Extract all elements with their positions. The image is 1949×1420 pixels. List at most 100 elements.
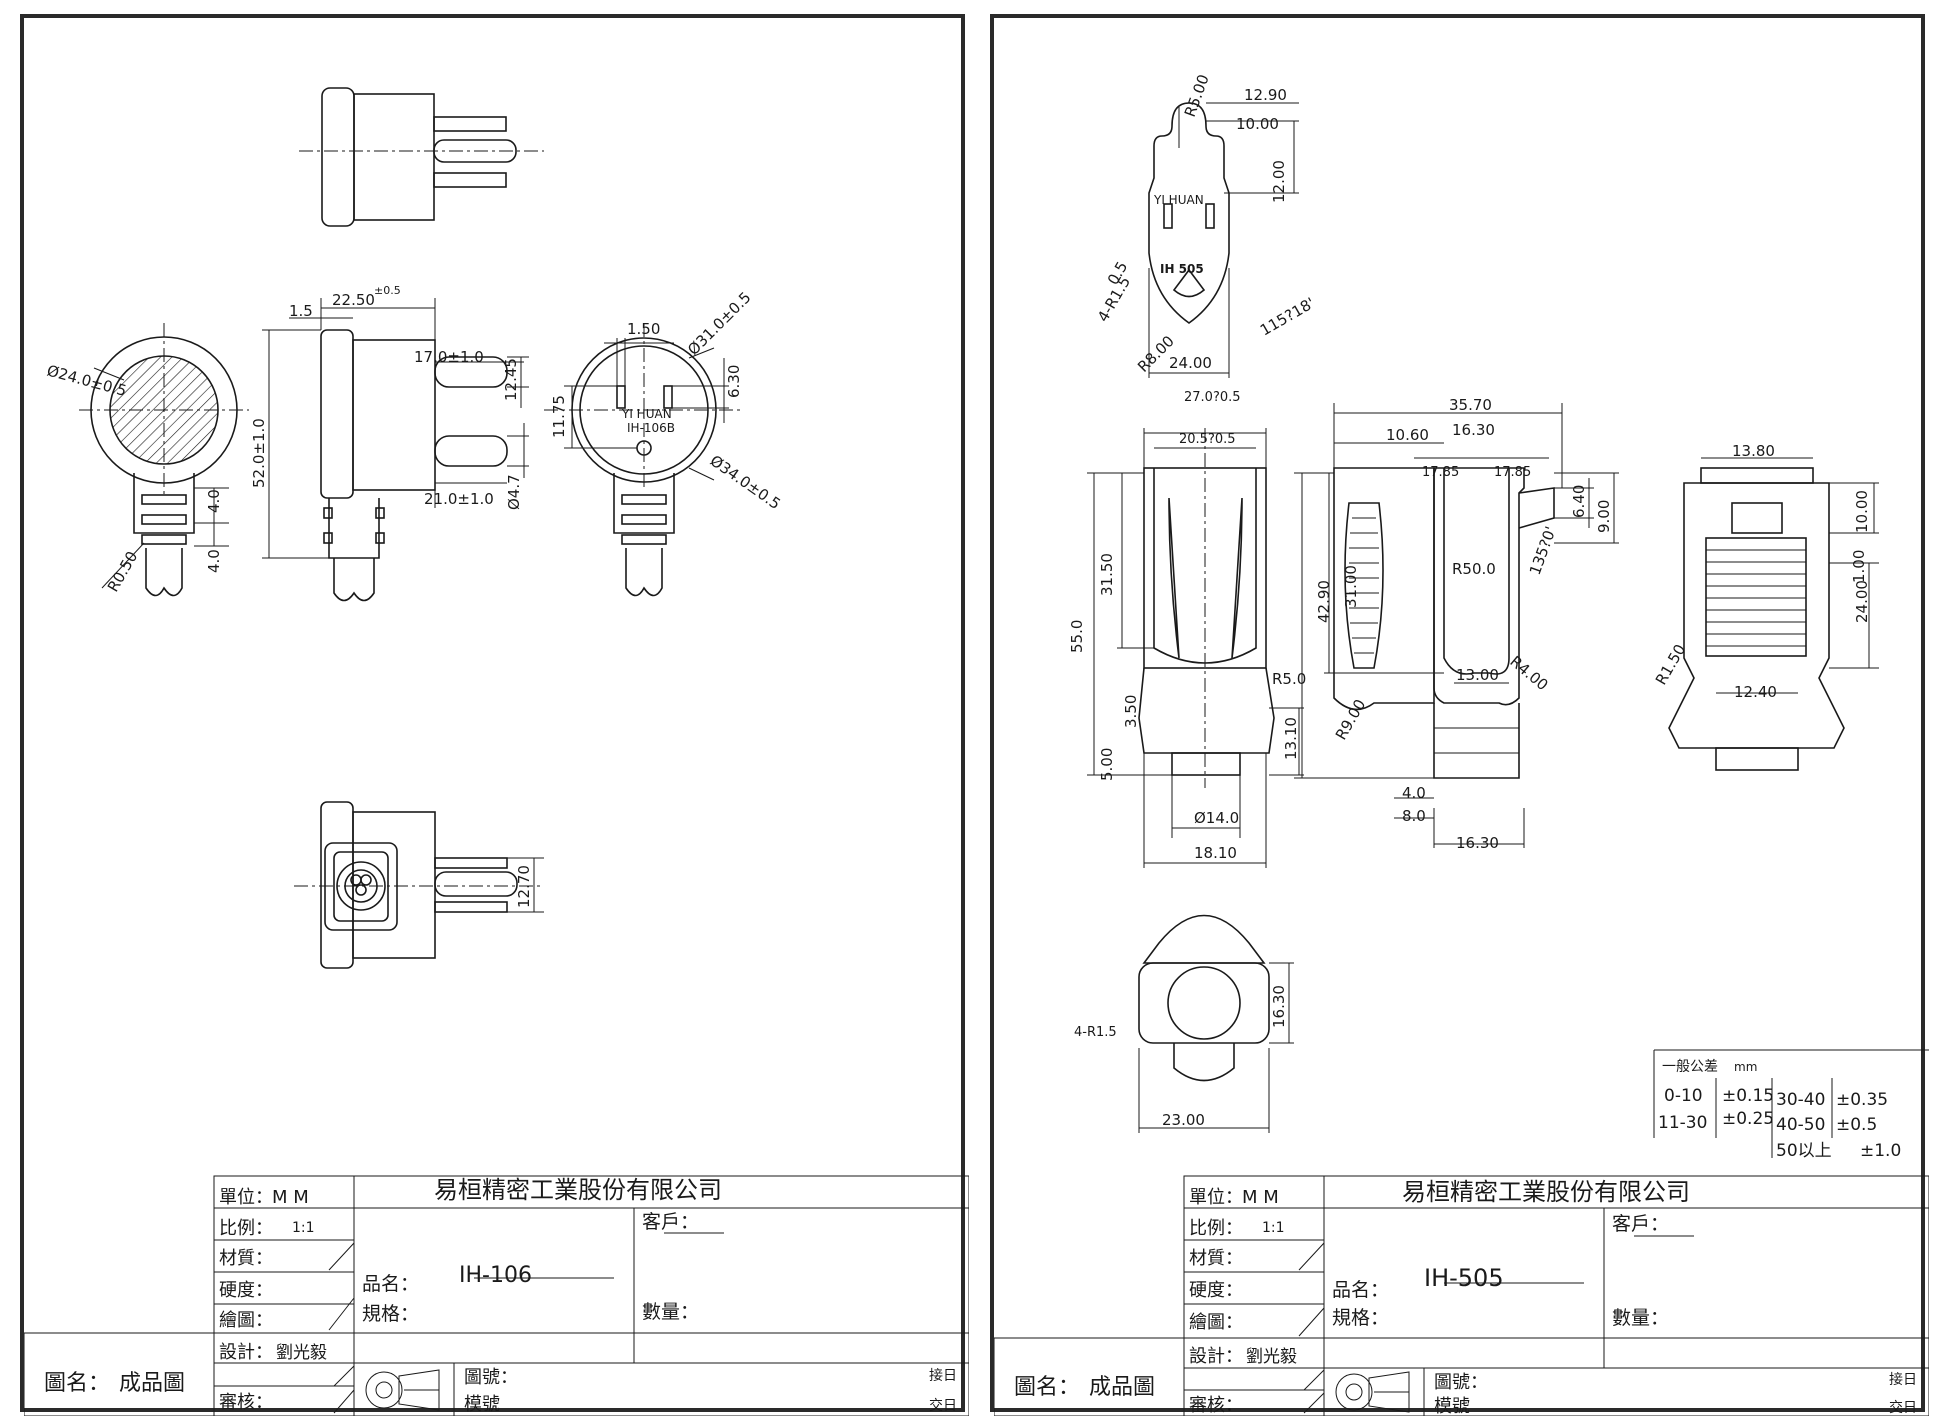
title-block: 單位： M M 比例： 1:1 材質： 硬度： 繪圖： 設計： 劉光毅 審核： … bbox=[994, 1175, 1929, 1416]
projection-circle-icon bbox=[1335, 1373, 1373, 1411]
dim-diameter-4-7: Ø4.7 bbox=[505, 474, 523, 510]
dim-e15: 5.00 bbox=[1098, 748, 1116, 781]
dim-e38: 10.00 bbox=[1853, 490, 1871, 533]
dim-6-30: 6.30 bbox=[725, 365, 743, 398]
drawing-number-label: 圖號： bbox=[464, 1367, 518, 1388]
dim-diameter-31: Ø31.0±0.5 bbox=[684, 288, 754, 358]
drawing-sheet-ih505: 一般公差 mm 0-10 ±0.15 30-40 ±0.35 11-30 ±0.… bbox=[990, 14, 1929, 1416]
product-value: IH-106 bbox=[459, 1263, 532, 1288]
dim-12-45: 12.45 bbox=[502, 358, 520, 401]
dim-e1: R5.00 bbox=[1181, 72, 1213, 119]
designer-name: 劉光毅 bbox=[276, 1343, 327, 1363]
dim-r050: R0.50 bbox=[104, 548, 142, 595]
unit-label: 單位： bbox=[1189, 1187, 1243, 1208]
dim-e40: 24.00 bbox=[1853, 580, 1871, 623]
design-label: 設計： bbox=[1189, 1346, 1243, 1367]
review-label: 審核： bbox=[219, 1392, 273, 1413]
scale-label: 比例： bbox=[1189, 1218, 1243, 1239]
dim-e26: 9.00 bbox=[1595, 500, 1613, 533]
dim-e35: 8.0 bbox=[1402, 807, 1426, 825]
ih505-end-view bbox=[1668, 457, 1879, 771]
review-label: 審核： bbox=[1189, 1395, 1243, 1416]
model-text: IH 505 bbox=[1160, 262, 1204, 276]
dim-diameter-34: Ø34.0±0.5 bbox=[707, 452, 784, 514]
designer-name: 劉光毅 bbox=[1246, 1347, 1297, 1367]
receive-date-label: 接日 bbox=[1889, 1371, 1917, 1388]
tol-r1a: 0-10 bbox=[1664, 1086, 1703, 1106]
receive-date-label: 接日 bbox=[929, 1367, 957, 1384]
dim-e24: 17.85 bbox=[1494, 465, 1531, 480]
quantity-label: 數量： bbox=[1612, 1307, 1669, 1329]
drawn-label: 繪圖： bbox=[1189, 1312, 1243, 1333]
dim-e7: 115?18' bbox=[1257, 294, 1318, 339]
tolerance-table: 一般公差 mm 0-10 ±0.15 30-40 ±0.35 11-30 ±0.… bbox=[1653, 1049, 1929, 1161]
tol-r3c: 50以上 bbox=[1776, 1141, 1832, 1161]
dim-e31: 13.00 bbox=[1456, 666, 1499, 684]
dim-e4: 12.00 bbox=[1270, 160, 1288, 203]
dim-e17: 13.10 bbox=[1282, 717, 1300, 760]
ih106-front-view-2 bbox=[544, 323, 744, 597]
ih505-side-view bbox=[1294, 403, 1619, 848]
dim-e45: 23.00 bbox=[1162, 1111, 1205, 1129]
dim-e13: 55.0 bbox=[1068, 620, 1086, 653]
dim-e39: 1.00 bbox=[1850, 550, 1868, 583]
dim-11-75: 11.75 bbox=[550, 395, 568, 438]
tol-r2b: ±0.25 bbox=[1722, 1109, 1774, 1129]
dim-1-5: 1.5 bbox=[289, 302, 313, 320]
drawing-number-label: 圖號： bbox=[1434, 1372, 1488, 1393]
drawing-name-value: 成品圖 bbox=[119, 1371, 185, 1396]
ih505-front-view bbox=[1087, 428, 1304, 868]
company-name: 易桓精密工業股份有限公司 bbox=[1402, 1178, 1690, 1206]
dim-e37: 13.80 bbox=[1732, 442, 1775, 460]
scale-label: 比例： bbox=[219, 1218, 273, 1239]
ih106-top-view bbox=[299, 87, 544, 227]
deliver-date-label: 交日 bbox=[929, 1397, 957, 1414]
dim-e9: 24.00 bbox=[1169, 354, 1212, 372]
dim-4-0-top: 4.0 bbox=[205, 489, 223, 513]
tol-r3d: ±1.0 bbox=[1860, 1141, 1901, 1161]
dim-4-0-bottom: 4.0 bbox=[205, 549, 223, 573]
mold-number-label: 模號 bbox=[464, 1394, 500, 1415]
tol-r2d: ±0.5 bbox=[1836, 1115, 1877, 1135]
product-label: 品名： bbox=[362, 1273, 419, 1295]
title-block: 單位： M M 比例： 1:1 材質： 硬度： 繪圖： 設計： 劉光毅 審核： … bbox=[24, 1175, 969, 1416]
ih106-side-view bbox=[262, 298, 529, 602]
dim-e33: R9.00 bbox=[1332, 696, 1370, 743]
product-value: IH-505 bbox=[1424, 1264, 1504, 1292]
dim-e12: 31.50 bbox=[1098, 553, 1116, 596]
dim-e14: 3.50 bbox=[1122, 695, 1140, 728]
company-name: 易桓精密工業股份有限公司 bbox=[434, 1176, 722, 1204]
unit-value: M M bbox=[272, 1187, 309, 1208]
scale-value: 1:1 bbox=[292, 1220, 315, 1236]
unit-label: 單位： bbox=[219, 1187, 273, 1208]
dim-e23: 17.85 bbox=[1422, 465, 1459, 480]
tolerance-unit: mm bbox=[1734, 1060, 1757, 1074]
dim-17: 17.0±1.0 bbox=[414, 348, 484, 366]
drawing-sheet-ih106: Ø24.0±0.5 R0.50 1.5 22.50 ±0.5 17.0±1.0 … bbox=[20, 14, 969, 1416]
dim-e6: 4-R1.5 bbox=[1094, 273, 1134, 325]
dim-e30: 31.00 bbox=[1342, 565, 1360, 608]
dim-e25: 6.40 bbox=[1570, 485, 1588, 518]
ih505-top-view bbox=[1148, 102, 1299, 378]
design-label: 設計： bbox=[219, 1342, 273, 1363]
dim-e27: 135?0' bbox=[1526, 524, 1560, 577]
spec-label: 規格： bbox=[1332, 1307, 1389, 1329]
projection-circle-icon bbox=[365, 1371, 403, 1409]
dim-e43: 4-R1.5 bbox=[1074, 1025, 1117, 1040]
dim-12-70: 12.70 bbox=[515, 865, 533, 908]
scale-value: 1:1 bbox=[1262, 1220, 1285, 1236]
drawing-name-label: 圖名： bbox=[44, 1371, 110, 1396]
dim-e20: 35.70 bbox=[1449, 396, 1492, 414]
unit-value: M M bbox=[1242, 1187, 1279, 1208]
dim-diameter-24: Ø24.0±0.5 bbox=[45, 361, 129, 400]
dim-e42: 12.40 bbox=[1734, 683, 1777, 701]
dim-e2: 12.90 bbox=[1244, 86, 1287, 104]
tolerance-header: 一般公差 bbox=[1662, 1059, 1718, 1075]
material-label: 材質： bbox=[219, 1248, 273, 1269]
dim-e19: 18.10 bbox=[1194, 844, 1237, 862]
dim-e29: 42.90 bbox=[1315, 580, 1333, 623]
dim-e3: 10.00 bbox=[1236, 115, 1279, 133]
hardness-label: 硬度： bbox=[1189, 1280, 1243, 1301]
dim-e34: 4.0 bbox=[1402, 784, 1426, 802]
ih505-bottom-view bbox=[1138, 914, 1294, 1133]
